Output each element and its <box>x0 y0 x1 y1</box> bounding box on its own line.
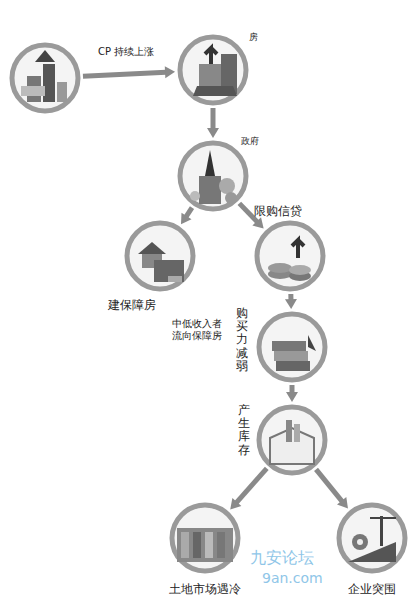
circle-illustration <box>124 220 196 292</box>
flow-arrow <box>83 66 175 78</box>
note-text: 中低收入者 流向保障房 <box>172 318 224 342</box>
flow-arrow <box>230 468 267 509</box>
watermark: 9an.com <box>262 570 323 587</box>
flow-circle <box>9 42 81 114</box>
flow-circle: 限购信贷 <box>254 220 326 292</box>
node-label: 政府 <box>241 136 259 147</box>
flow-arrow <box>316 469 348 508</box>
circle-illustration <box>254 220 326 292</box>
flow-circle: 企业突围 <box>336 502 408 574</box>
node-label: 限购信贷 <box>254 204 302 218</box>
circle-illustration <box>336 502 408 574</box>
flow-arrow <box>207 108 219 138</box>
node-label: 企业突围 <box>348 582 396 596</box>
flow-arrow <box>286 385 298 402</box>
flow-circle: 建保障房 <box>124 220 196 292</box>
node-label: 房 <box>249 32 258 43</box>
circle-illustration <box>256 404 328 476</box>
circle-illustration <box>177 34 249 106</box>
watermark: 九安论坛 <box>250 548 314 567</box>
flow-arrow <box>285 294 297 309</box>
node-label: 建保障房 <box>108 298 156 312</box>
flow-circle: 购买力减弱 <box>256 311 328 383</box>
flow-arrow <box>181 208 192 225</box>
flow-circle: 房 <box>177 34 249 106</box>
node-label: 产生库存 <box>238 404 250 457</box>
node-label: 土地市场遇冷 <box>169 582 241 596</box>
node-label: 购买力减弱 <box>236 307 248 373</box>
circle-illustration <box>9 42 81 114</box>
circle-illustration <box>169 502 241 574</box>
flow-circle: 土地市场遇冷 <box>169 502 241 574</box>
edge-label: CP 持续上涨 <box>96 46 156 58</box>
circle-illustration <box>177 140 249 212</box>
flow-circle: 产生库存 <box>256 404 328 476</box>
flow-circle: 政府 <box>177 140 249 212</box>
circle-illustration <box>256 311 328 383</box>
